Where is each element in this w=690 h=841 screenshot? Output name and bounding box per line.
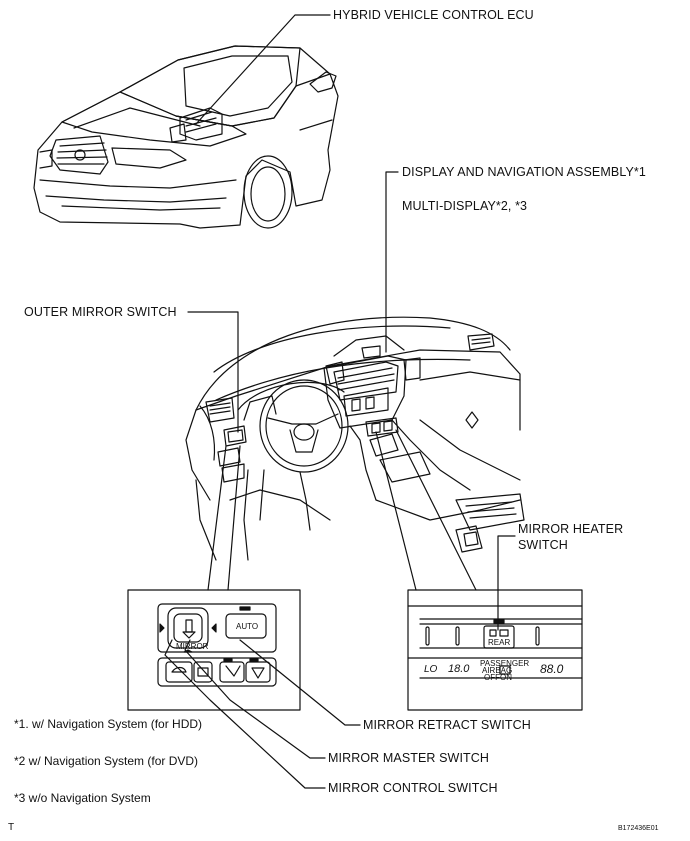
label-mirror-control-switch: MIRROR CONTROL SWITCH [328, 781, 498, 795]
label-mirror-heater-switch-line1: MIRROR HEATER [518, 522, 624, 536]
label-multi-display: MULTI-DISPLAY*2, *3 [402, 199, 528, 213]
inset-on-text: ON [500, 673, 512, 682]
note-1: *1. w/ Navigation System (for HDD) [14, 717, 203, 731]
label-mirror-heater-switch-line2: SWITCH [518, 538, 568, 552]
corner-mark-right: B172436E01 [618, 825, 659, 832]
dashboard-illustration [185, 316, 525, 561]
inset-lo-text: LO [424, 664, 438, 675]
inset-temp-right: 88.0 [540, 662, 564, 676]
label-display-and-navigation-assembly: DISPLAY AND NAVIGATION ASSEMBLY*1 [402, 165, 646, 179]
inset-auto-text: AUTO [236, 622, 259, 631]
inset-passenger-text: PASSENGER [480, 659, 530, 668]
label-outer-mirror-switch: OUTER MIRROR SWITCH [24, 305, 177, 319]
outer-mirror-switch-inset [127, 589, 301, 711]
inset-airbag-text: AIRBAG [482, 666, 513, 675]
note-3: *3 w/o Navigation System [14, 791, 151, 805]
inset-temp-left: 18.0 [448, 663, 470, 675]
leader-lines [164, 14, 516, 789]
mirror-heater-inset [407, 589, 583, 711]
note-2: *2 w/ Navigation System (for DVD) [14, 754, 199, 768]
inset-off-text: OFF [484, 673, 500, 682]
label-hybrid-vehicle-control-ecu: HYBRID VEHICLE CONTROL ECU [333, 8, 534, 22]
inset-rear-text: REAR [488, 638, 511, 647]
inset-mirror-knob-text: MIRROR [176, 642, 209, 651]
corner-mark-left: T [8, 822, 15, 833]
car-illustration [33, 45, 339, 229]
label-mirror-master-switch: MIRROR MASTER SWITCH [328, 751, 490, 765]
label-mirror-retract-switch: MIRROR RETRACT SWITCH [363, 718, 531, 732]
